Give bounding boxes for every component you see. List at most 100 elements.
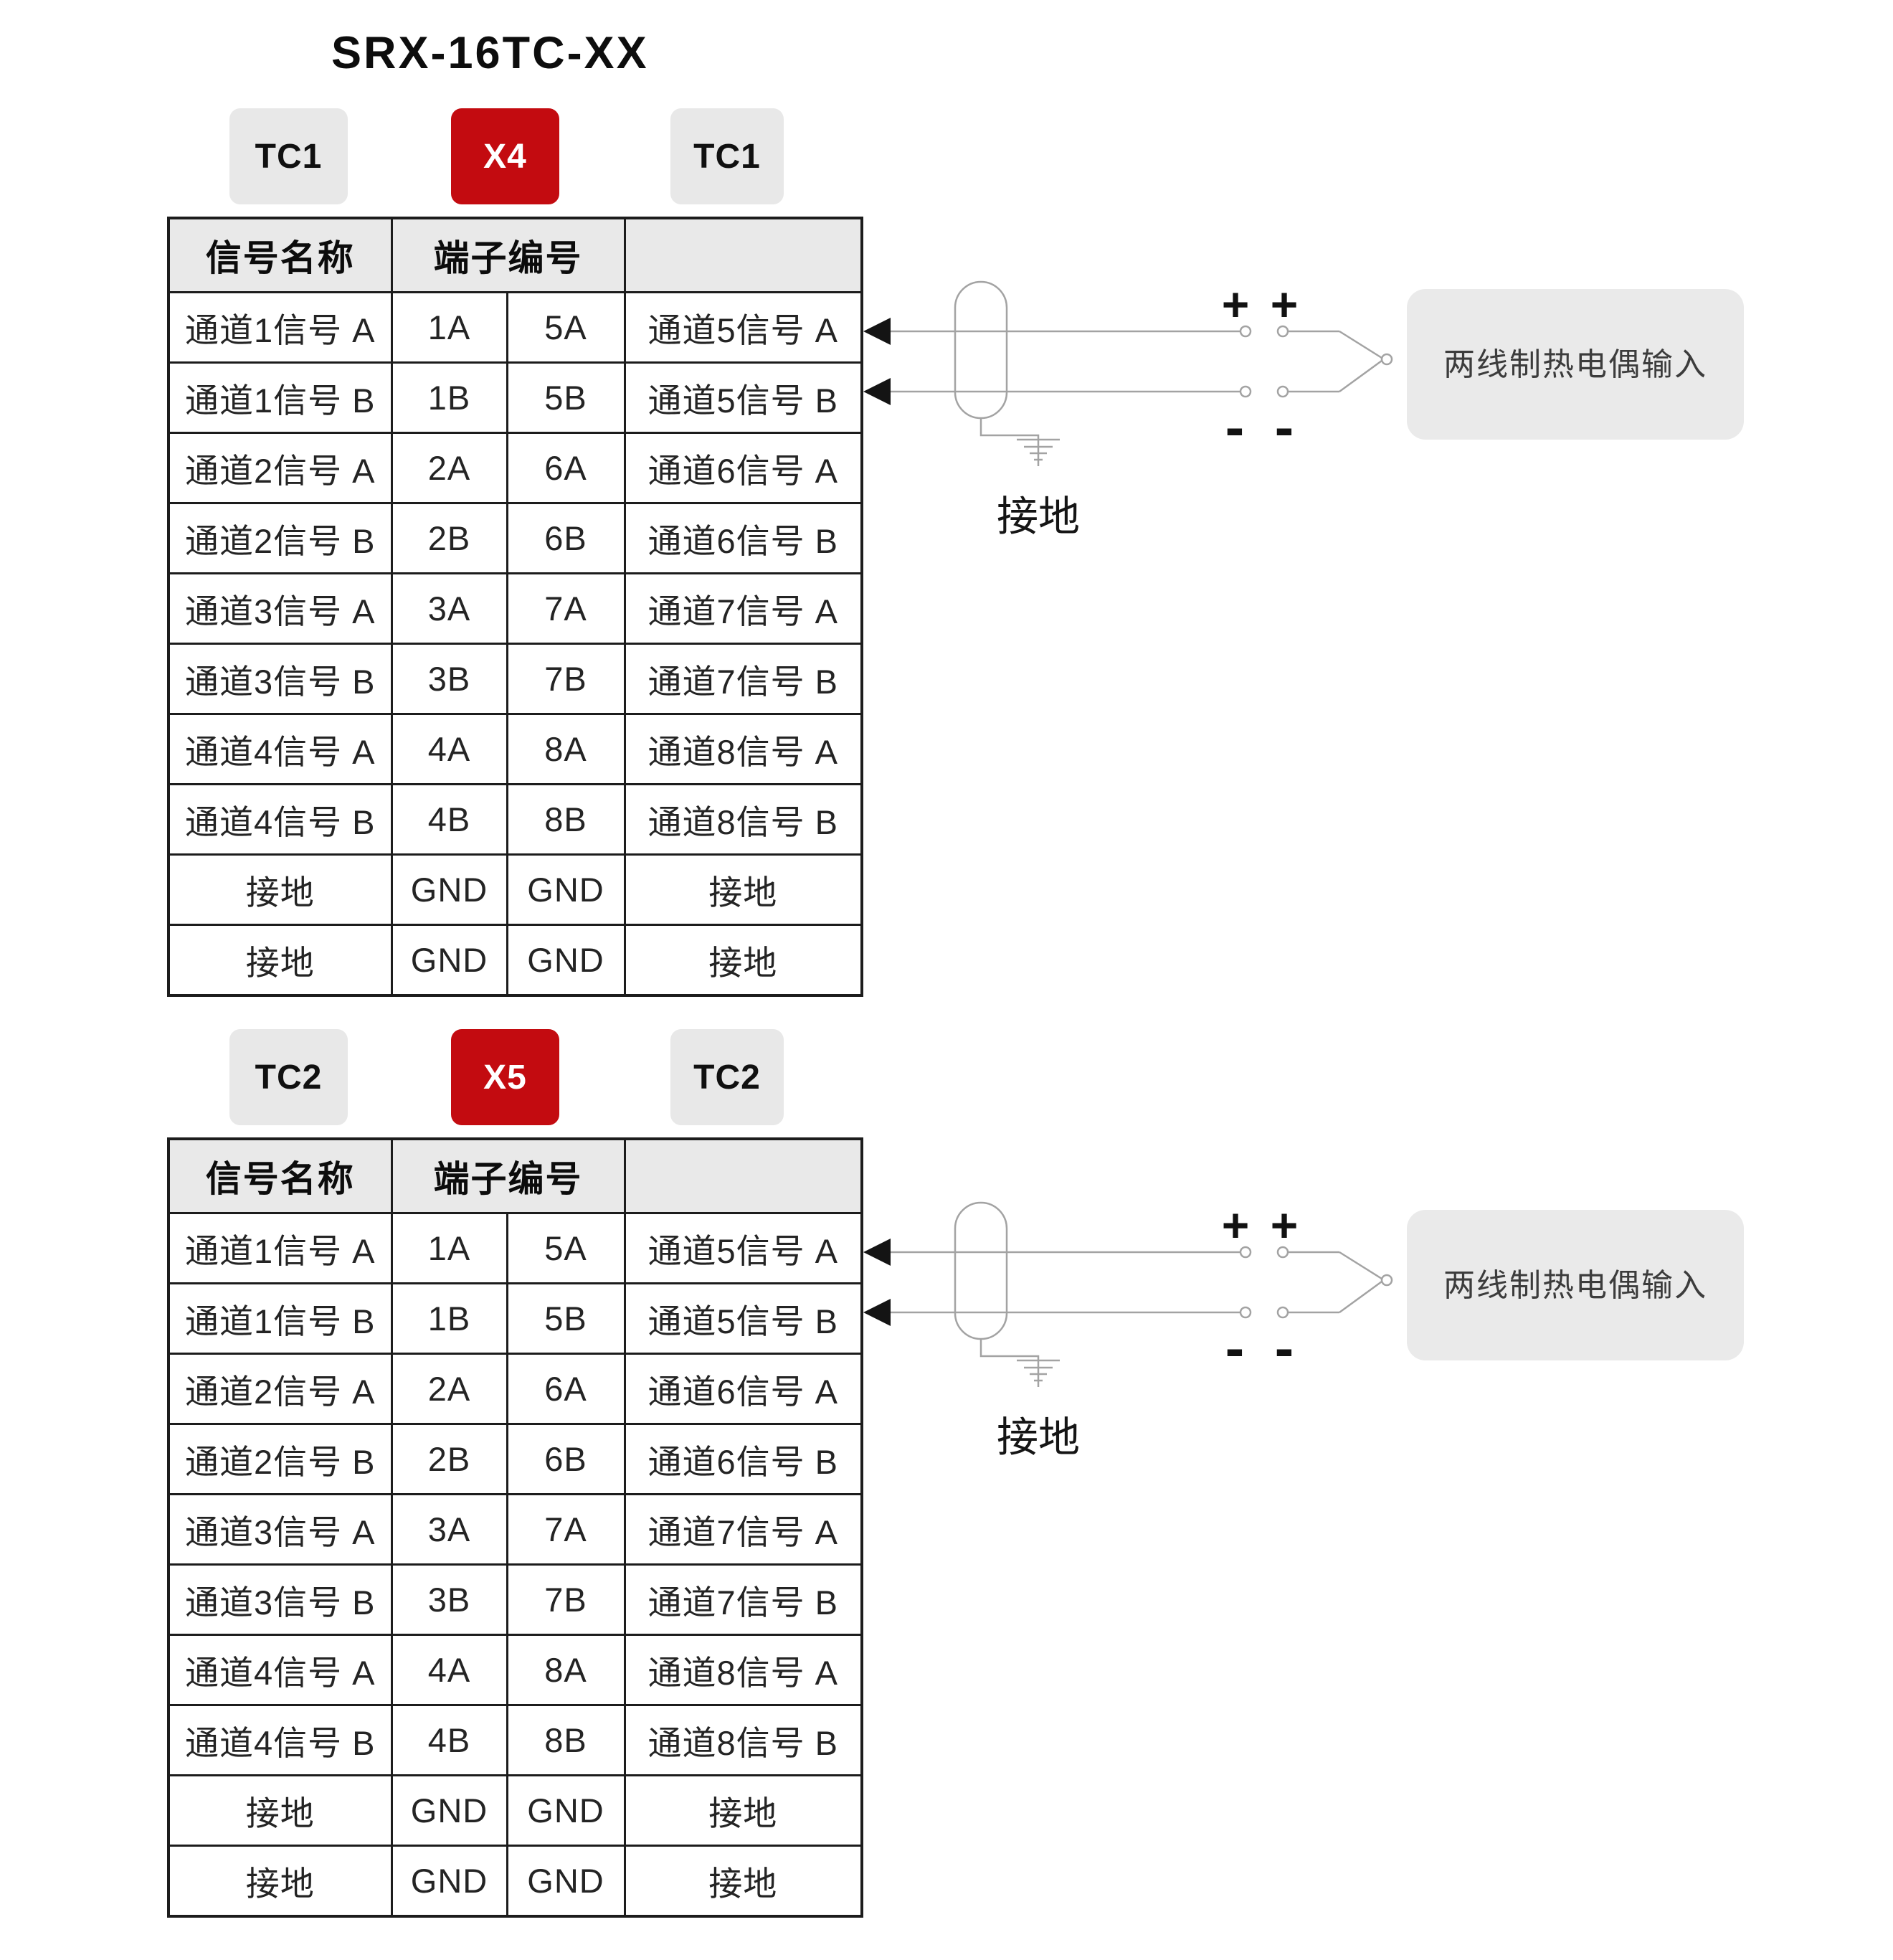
cell-right-terminal: 7A bbox=[506, 572, 626, 645]
cell-left-terminal: 2A bbox=[390, 1353, 508, 1425]
page-title: SRX-16TC-XX bbox=[331, 28, 649, 78]
table-row: 通道2信号 A 2A 6A 通道6信号 A bbox=[167, 432, 863, 504]
cell-right-terminal: GND bbox=[506, 1774, 626, 1847]
cell-left-signal: 接地 bbox=[167, 853, 393, 926]
cell-left-signal: 通道2信号 A bbox=[167, 1353, 393, 1425]
terminal-dot bbox=[1276, 1306, 1289, 1319]
terminal-dot bbox=[1239, 1246, 1252, 1259]
cell-right-terminal: 6B bbox=[506, 502, 626, 574]
arrow-left-bottom-icon bbox=[863, 1299, 891, 1326]
signal-wires bbox=[891, 330, 1382, 393]
pin-table-header-row: 信号名称 端子编号 bbox=[167, 217, 863, 293]
cell-right-signal: 接地 bbox=[623, 853, 863, 926]
thermocouple-input-box bbox=[1407, 1210, 1744, 1360]
cell-left-terminal: 1A bbox=[390, 1212, 508, 1284]
junction-dot bbox=[1380, 1274, 1393, 1287]
cell-left-signal: 接地 bbox=[167, 924, 393, 997]
signal-wires bbox=[891, 1251, 1382, 1314]
cell-right-terminal: 8B bbox=[506, 783, 626, 856]
table-row: 通道3信号 B 3B 7B 通道7信号 B bbox=[167, 643, 863, 715]
pin-table-tc2: 信号名称 端子编号 通道1信号 A 1A 5A 通道5信号 A 通道1信号 B … bbox=[167, 1137, 863, 1918]
cell-left-signal: 通道2信号 B bbox=[167, 502, 393, 574]
polarity-plus-label: + bbox=[1271, 278, 1299, 331]
cable-shield-capsule bbox=[954, 1201, 1008, 1340]
cell-right-signal: 通道8信号 B bbox=[623, 783, 863, 856]
cell-left-terminal: 3B bbox=[390, 643, 508, 715]
cell-right-signal: 通道7信号 A bbox=[623, 572, 863, 645]
table-row: 通道2信号 B 2B 6B 通道6信号 B bbox=[167, 1423, 863, 1495]
cell-left-signal: 通道3信号 A bbox=[167, 572, 393, 645]
wiring-diagram-tc1: + + - - 接地 两线制热电偶输入 bbox=[863, 278, 1744, 541]
cell-right-terminal: 7B bbox=[506, 643, 626, 715]
header-signal-name: 信号名称 bbox=[167, 1137, 393, 1214]
ground-symbol-icon bbox=[979, 418, 1060, 466]
header-signal-name: 信号名称 bbox=[167, 217, 393, 293]
cell-left-signal: 接地 bbox=[167, 1774, 393, 1847]
cell-right-terminal: 5B bbox=[506, 1282, 626, 1355]
table-row: 通道3信号 A 3A 7A 通道7信号 A bbox=[167, 572, 863, 645]
pin-table-body-tc2: 通道1信号 A 1A 5A 通道5信号 A 通道1信号 B 1B 5B 通道5信… bbox=[167, 1212, 863, 1918]
thermocouple-input-label: 两线制热电偶输入 bbox=[1443, 347, 1707, 382]
header-blank bbox=[623, 1137, 863, 1214]
cell-right-signal: 通道5信号 B bbox=[623, 361, 863, 434]
polarity-plus-label: + bbox=[1271, 1198, 1299, 1251]
thermocouple-input-label: 两线制热电偶输入 bbox=[1443, 1268, 1707, 1303]
table-row: 通道1信号 A 1A 5A 通道5信号 A bbox=[167, 291, 863, 364]
cell-left-terminal: 4A bbox=[390, 713, 508, 785]
arrow-left-top-icon bbox=[863, 318, 891, 345]
wiring-diagram-tc2: + + - - 接地 两线制热电偶输入 bbox=[863, 1198, 1744, 1462]
cell-left-terminal: 4A bbox=[390, 1634, 508, 1706]
cell-right-signal: 通道8信号 B bbox=[623, 1704, 863, 1776]
terminal-dot bbox=[1276, 385, 1289, 398]
cell-right-signal: 通道8信号 A bbox=[623, 713, 863, 785]
thermocouple-input-box bbox=[1407, 289, 1744, 440]
terminal-dot bbox=[1239, 385, 1252, 398]
cell-left-terminal: 2A bbox=[390, 432, 508, 504]
cell-left-terminal: GND bbox=[390, 1774, 508, 1847]
cell-left-terminal: 1B bbox=[390, 1282, 508, 1355]
connector-badge-tc1-left: TC1 bbox=[229, 108, 348, 204]
cell-left-signal: 通道4信号 B bbox=[167, 783, 393, 856]
cell-left-signal: 通道1信号 B bbox=[167, 1282, 393, 1355]
cell-right-signal: 接地 bbox=[623, 924, 863, 997]
cell-left-signal: 通道4信号 B bbox=[167, 1704, 393, 1776]
cell-right-terminal: 6A bbox=[506, 432, 626, 504]
connector-badge-tc1-right: TC1 bbox=[670, 108, 784, 204]
cell-right-signal: 通道7信号 A bbox=[623, 1493, 863, 1566]
cell-left-terminal: 3A bbox=[390, 572, 508, 645]
header-terminal-number: 端子编号 bbox=[390, 1137, 626, 1214]
cell-left-terminal: 1A bbox=[390, 291, 508, 364]
cell-right-signal: 通道6信号 B bbox=[623, 502, 863, 574]
connector-badge-x4: X4 bbox=[451, 108, 559, 204]
cell-right-terminal: GND bbox=[506, 853, 626, 926]
cell-right-terminal: GND bbox=[506, 924, 626, 997]
cell-left-signal: 通道1信号 A bbox=[167, 1212, 393, 1284]
cell-right-terminal: 5A bbox=[506, 1212, 626, 1284]
table-row: 通道3信号 A 3A 7A 通道7信号 A bbox=[167, 1493, 863, 1566]
cell-right-signal: 通道6信号 A bbox=[623, 432, 863, 504]
cell-right-terminal: 5A bbox=[506, 291, 626, 364]
table-row: 通道4信号 B 4B 8B 通道8信号 B bbox=[167, 783, 863, 856]
header-terminal-number: 端子编号 bbox=[390, 217, 626, 293]
cell-right-terminal: 6A bbox=[506, 1353, 626, 1425]
table-row: 通道1信号 B 1B 5B 通道5信号 B bbox=[167, 361, 863, 434]
cell-right-signal: 通道5信号 A bbox=[623, 1212, 863, 1284]
arrow-left-bottom-icon bbox=[863, 378, 891, 405]
cell-right-signal: 通道5信号 A bbox=[623, 291, 863, 364]
cell-left-terminal: 4B bbox=[390, 783, 508, 856]
terminal-dot bbox=[1239, 325, 1252, 338]
table-row: 通道4信号 B 4B 8B 通道8信号 B bbox=[167, 1704, 863, 1776]
cell-right-terminal: 7B bbox=[506, 1563, 626, 1636]
cell-left-signal: 接地 bbox=[167, 1845, 393, 1918]
cell-right-signal: 接地 bbox=[623, 1774, 863, 1847]
cell-right-terminal: 6B bbox=[506, 1423, 626, 1495]
cell-right-terminal: 8A bbox=[506, 1634, 626, 1706]
ground-label: 接地 bbox=[997, 492, 1080, 541]
table-row: 通道2信号 A 2A 6A 通道6信号 A bbox=[167, 1353, 863, 1425]
connector-badge-tc2-right: TC2 bbox=[670, 1029, 784, 1125]
polarity-minus-label: - bbox=[1225, 1316, 1245, 1380]
cell-left-signal: 通道1信号 B bbox=[167, 361, 393, 434]
cell-left-terminal: 2B bbox=[390, 1423, 508, 1495]
cell-right-terminal: 7A bbox=[506, 1493, 626, 1566]
pin-table-body-tc1: 通道1信号 A 1A 5A 通道5信号 A 通道1信号 B 1B 5B 通道5信… bbox=[167, 291, 863, 997]
